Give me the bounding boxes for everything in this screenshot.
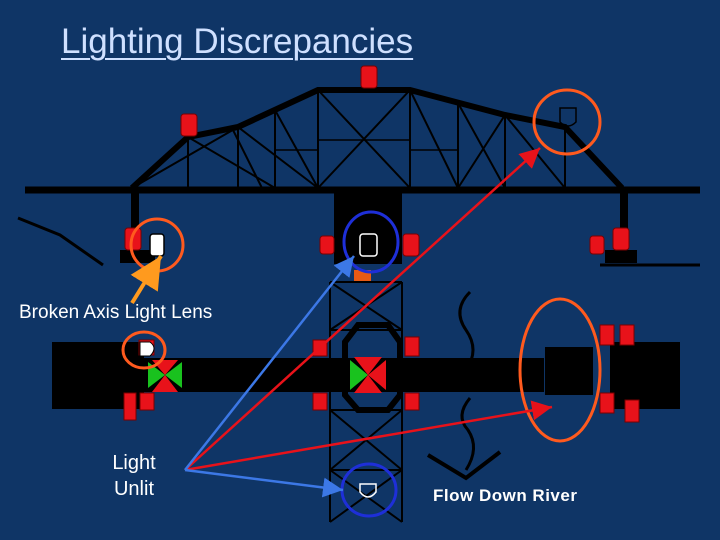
arrow-to-lower-light (184, 468, 344, 498)
flow-arrow-icon (426, 450, 502, 481)
flow-label: Flow Down River (433, 486, 578, 505)
river-flow-lines (458, 290, 475, 471)
truss-bridge (25, 87, 700, 194)
bridge-piers (120, 190, 637, 264)
light-unlit-label: Light Unlit (96, 450, 172, 502)
arrow-to-broken-lens (130, 254, 163, 305)
light-unlit-line1: Light (112, 452, 156, 474)
red-green-sector-light-center (350, 357, 386, 393)
arrow-to-center-light (184, 255, 355, 471)
unlit-lower-light-icon (359, 483, 377, 498)
page-title: Lighting Discrepancies (61, 22, 414, 61)
broken-axis-label: Broken Axis Light Lens (19, 302, 213, 323)
broken-span-light-icon (139, 341, 155, 357)
arrow-to-span-light (184, 400, 553, 472)
light-unlit-line2: Unlit (113, 478, 154, 500)
shore-line-left (17, 216, 104, 267)
unlit-center-light-icon (359, 233, 378, 257)
broken-lens-light-icon (149, 233, 165, 257)
highlight-circles (121, 88, 602, 518)
arrow-to-top-light (184, 147, 541, 471)
swing-span (52, 281, 680, 523)
unlit-light-icon (559, 107, 577, 127)
